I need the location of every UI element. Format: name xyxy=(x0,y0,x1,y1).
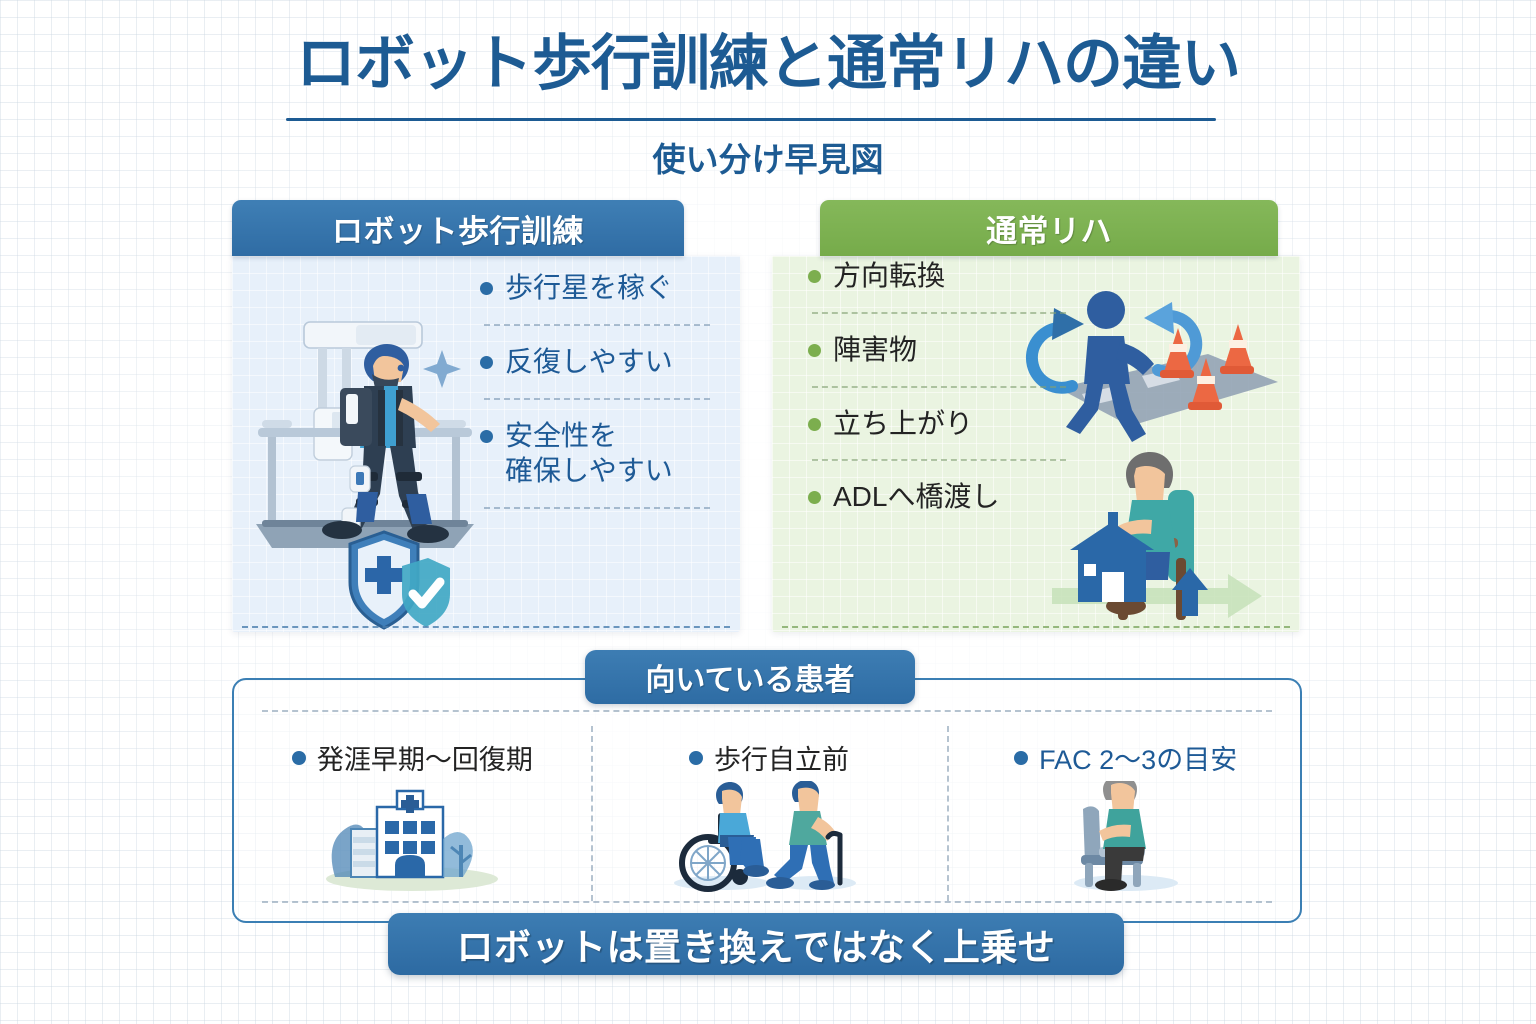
patient-column-before-independent-gait: 歩行自立前 xyxy=(590,720,948,905)
list-item: 陣害物 xyxy=(808,332,1066,368)
panel-right-title: 通常リハ xyxy=(986,213,1112,249)
footer-label: ロボットは置き換えではなく上乗せ xyxy=(456,927,1056,968)
bullet-divider xyxy=(484,507,710,510)
bullet-label: 安全性を 確保しやすい xyxy=(505,419,673,487)
bullet-divider xyxy=(484,397,710,400)
column-label: 発涯早期〜回復期 xyxy=(316,745,533,775)
bullet-label: 陣害物 xyxy=(833,333,918,365)
suitable-patients-card: 発涯早期〜回復期 xyxy=(232,678,1302,923)
column-label: 歩行自立前 xyxy=(714,745,849,775)
list-item: ADLへ橋渡し xyxy=(808,479,1066,515)
seated-elderly-icon xyxy=(1021,775,1231,893)
bullet-label: 歩行星を稼ぐ xyxy=(505,272,674,303)
sit-to-stand-home-transfer-icon xyxy=(1022,446,1294,632)
bullet-label: 立ち上がり xyxy=(833,407,974,439)
patient-column-onset-recovery: 発涯早期〜回復期 xyxy=(234,720,591,905)
bullet-divider xyxy=(812,459,1066,462)
list-item: 方向転換 xyxy=(808,258,1066,294)
bullet-dot-icon xyxy=(480,429,493,443)
bullet-dot-icon xyxy=(291,750,306,765)
footer-banner: ロボットは置き換えではなく上乗せ xyxy=(388,913,1124,975)
wheelchair-and-cane-icon xyxy=(664,780,874,893)
panel-left-body xyxy=(232,256,740,632)
status-badge: 向いている患者 xyxy=(585,650,915,704)
page-title: ロボット歩行訓練と通常リハの違い xyxy=(296,30,1241,97)
bullet-dot-icon xyxy=(689,750,703,765)
bullet-dot-icon xyxy=(480,282,493,295)
panel-right-body xyxy=(772,256,1300,632)
page-subtitle: 使い分け早見図 xyxy=(652,141,884,178)
patient-column-fac-score: FAC 2〜3の目安 xyxy=(947,720,1304,905)
bullet-dot-icon xyxy=(480,355,493,369)
panel-left-title: ロボット歩行訓練 xyxy=(332,213,584,249)
list-item: 立ち上がり xyxy=(808,406,1066,442)
suitable-patients-columns: 発涯早期〜回復期 xyxy=(234,720,1304,905)
turning-cones-walk-icon xyxy=(1022,280,1284,460)
title-underline xyxy=(286,118,1216,121)
bullet-label: 反復しやすい xyxy=(505,345,673,377)
bullet-dot-icon xyxy=(808,491,821,505)
panel-left-header: ロボット歩行訓練 xyxy=(232,200,684,256)
safety-shield-check-icon xyxy=(336,528,454,632)
column-label: FAC 2〜3の目安 xyxy=(1039,745,1238,775)
hospital-building-icon xyxy=(307,781,517,893)
column-label-row: FAC 2〜3の目安 xyxy=(1014,738,1237,777)
column-label-row: 発涯早期〜回復期 xyxy=(291,738,533,777)
bullet-label: ADLへ橋渡し xyxy=(833,481,1000,513)
list-item: 歩行星を稼ぐ xyxy=(480,270,710,306)
panel-right-bullet-list: 方向転換 陣害物 立ち上がり ADLへ橋渡し xyxy=(808,258,1066,515)
exoskeleton-gait-trainer-icon xyxy=(246,316,484,566)
panel-right-bottom-dash xyxy=(782,626,1290,628)
bullet-dot-icon xyxy=(808,417,821,431)
bullet-label: 方向転換 xyxy=(833,260,946,291)
bullet-divider xyxy=(484,323,710,326)
panel-right-header: 通常リハ xyxy=(820,200,1278,256)
bullet-dot-icon xyxy=(808,343,821,357)
panel-left-bullet-list: 歩行星を稼ぐ 反復しやすい 安全性を 確保しやすい xyxy=(480,270,710,527)
bullet-dot-icon xyxy=(1014,750,1029,765)
bullet-dot-icon xyxy=(808,270,821,283)
list-item: 安全性を 確保しやすい xyxy=(480,418,710,490)
card-top-divider xyxy=(262,710,1272,712)
header: ロボット歩行訓練と通常リハの違い xyxy=(0,30,1536,97)
list-item: 反復しやすい xyxy=(480,344,710,380)
panel-robot-gait-training: ロボット歩行訓練 xyxy=(232,200,740,632)
bullet-divider xyxy=(812,311,1066,314)
card-bottom-divider xyxy=(262,901,1272,903)
panel-left-bottom-dash xyxy=(242,626,730,628)
panel-conventional-rehab: 通常リハ xyxy=(772,200,1300,632)
bullet-divider xyxy=(812,385,1066,388)
badge-label: 向いている患者 xyxy=(645,664,855,697)
column-label-row: 歩行自立前 xyxy=(689,738,849,777)
